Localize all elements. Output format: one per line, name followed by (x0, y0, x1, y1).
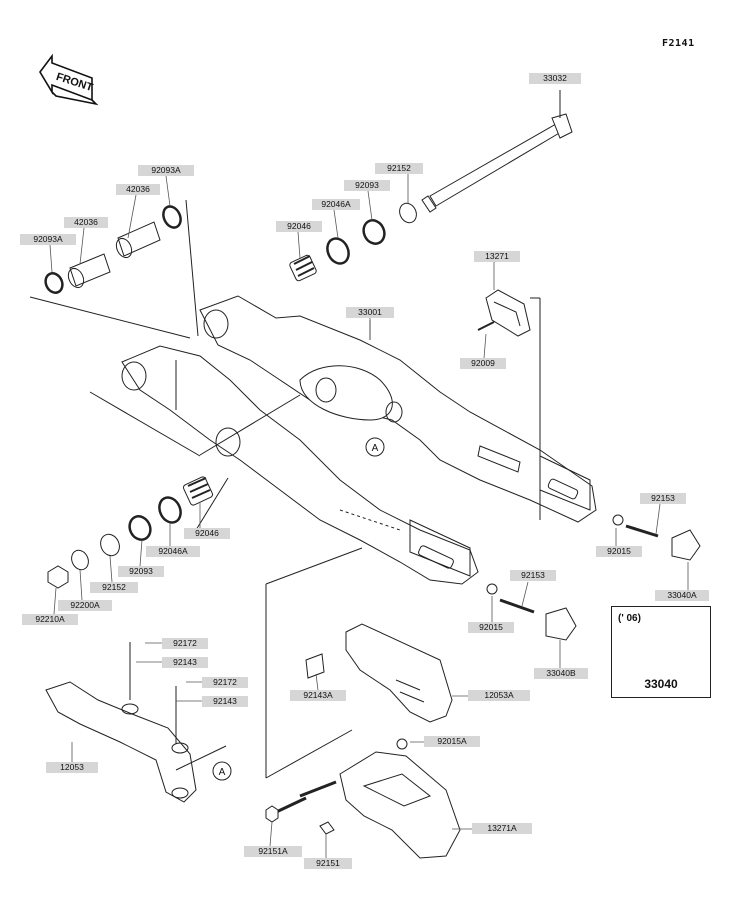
part-92015-right: 92015 (596, 546, 642, 557)
part-92046-bot: 92046 (184, 528, 230, 539)
front-arrow-icon: FRONT (39, 53, 99, 106)
part-33032: 33032 (529, 73, 581, 84)
part-92015-mid: 92015 (468, 622, 514, 633)
part-33040A: 33040A (655, 590, 709, 601)
part-42036-mid: 42036 (64, 217, 108, 228)
part-92153-mid: 92153 (510, 570, 556, 581)
bottom-bolts (265, 796, 335, 835)
part-92172-a: 92172 (162, 638, 208, 649)
part-92046A-bot: 92046A (146, 546, 200, 557)
part-92093A-top: 92093A (138, 165, 194, 176)
part-42036-top: 42036 (116, 184, 160, 195)
part-92046A-top: 92046A (312, 199, 360, 210)
part-92151: 92151 (304, 858, 352, 869)
chain-adjuster-right (486, 514, 701, 641)
part-92172-b: 92172 (202, 677, 248, 688)
part-33040B: 33040B (534, 668, 588, 679)
inset-year-label: (' 06) (618, 613, 641, 624)
chain-guard (45, 642, 227, 803)
leader-lines (49, 174, 689, 858)
part-92143-b: 92143 (202, 696, 248, 707)
chain-guide (265, 547, 453, 778)
inset-variant-box: (' 06) 33040 (611, 606, 711, 698)
part-33001: 33001 (346, 307, 394, 318)
part-12053A: 12053A (468, 690, 530, 701)
part-92153-right: 92153 (640, 493, 686, 504)
part-13271: 13271 (474, 251, 520, 262)
part-92143-a: 92143 (162, 657, 208, 668)
part-92093A-left: 92093A (20, 234, 76, 245)
lower-pivot-parts (47, 476, 229, 589)
part-92015A: 92015A (424, 736, 480, 747)
figure-code: F2141 (662, 38, 695, 49)
svg-text:A: A (372, 443, 379, 454)
lower-chain-guide (265, 729, 461, 859)
part-92093-bot: 92093 (118, 566, 164, 577)
part-92152-top: 92152 (375, 163, 423, 174)
part-12053: 12053 (46, 762, 98, 773)
svg-text:A: A (219, 767, 226, 778)
part-92046-top: 92046 (276, 221, 322, 232)
part-92200A: 92200A (58, 600, 112, 611)
part-92210A: 92210A (22, 614, 78, 625)
part-92009: 92009 (460, 358, 506, 369)
part-92093-top: 92093 (344, 180, 390, 191)
chain-slipper (477, 289, 541, 520)
pivot-shaft (421, 90, 573, 213)
part-92151A: 92151A (244, 846, 302, 857)
ref-marker-a-bottom: A (212, 761, 232, 781)
part-92143A: 92143A (290, 690, 346, 701)
ref-marker-a-top: A (365, 437, 385, 457)
part-13271A: 13271A (472, 823, 532, 834)
inset-part-number: 33040 (644, 677, 678, 691)
part-92152-bot: 92152 (90, 582, 138, 593)
upper-pivot-parts (29, 199, 417, 339)
swingarm (89, 295, 597, 585)
